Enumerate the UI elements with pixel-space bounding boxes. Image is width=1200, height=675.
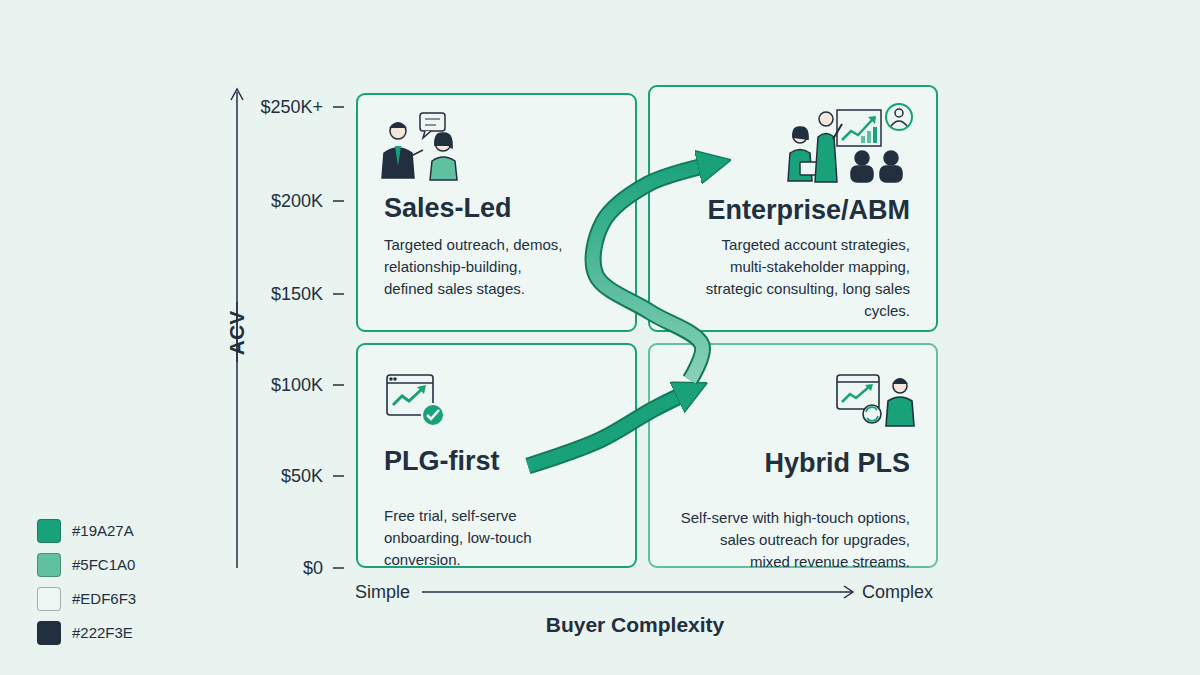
legend-swatch bbox=[37, 621, 61, 645]
axis-ticks bbox=[333, 107, 344, 568]
quadrant-description: Targeted outreach, demos, relationship-b… bbox=[384, 234, 569, 300]
legend-swatch bbox=[37, 519, 61, 543]
quadrant-heading: Hybrid PLS bbox=[764, 447, 910, 479]
legend-swatch bbox=[37, 553, 61, 577]
axis-arrowhead bbox=[231, 89, 243, 100]
axis-title: Buyer Complexity bbox=[485, 612, 785, 638]
tick-label: $150K bbox=[213, 283, 323, 305]
quadrant-description: Targeted account strategies, multi-stake… bbox=[695, 234, 910, 322]
legend-swatch bbox=[37, 587, 61, 611]
legend-label: #EDF6F3 bbox=[72, 587, 136, 611]
quadrant-box: Enterprise/ABM Targeted account strategie… bbox=[648, 85, 938, 332]
quadrant-description: Self-serve with high-touch options, sale… bbox=[678, 507, 910, 573]
tick-label: $250K+ bbox=[213, 96, 323, 118]
quadrant-box: Sales-LedTargeted outreach, demos, relat… bbox=[356, 93, 637, 332]
quadrant-description: Free trial, self-serve onboarding, low-t… bbox=[384, 505, 564, 571]
tick-label: $100K bbox=[213, 374, 323, 396]
quadrant-box: Hybrid PLSSelf-serve with high-touch opt… bbox=[648, 343, 938, 568]
quadrant-heading: Sales-Led bbox=[384, 192, 512, 224]
quadrant-heading: Enterprise/ABM bbox=[707, 194, 910, 226]
legend-label: #19A27A bbox=[72, 519, 134, 543]
quadrant-box: PLG-firstFree trial, self-serve onboardi… bbox=[356, 343, 637, 568]
x-axis bbox=[422, 586, 853, 598]
quadrant-heading: PLG-first bbox=[384, 445, 500, 477]
axis-title: ACV bbox=[225, 293, 249, 373]
tick-label: $200K bbox=[213, 190, 323, 212]
legend-label: #222F3E bbox=[72, 621, 133, 645]
legend-label: #5FC1A0 bbox=[72, 553, 135, 577]
axis-arrowhead bbox=[844, 586, 853, 598]
tick-label: $50K bbox=[213, 465, 323, 487]
axis-end-label: Complex bbox=[862, 581, 942, 603]
axis-end-label: Simple bbox=[355, 581, 417, 603]
axis-line bbox=[422, 591, 852, 593]
tick-label: $0 bbox=[213, 557, 323, 579]
